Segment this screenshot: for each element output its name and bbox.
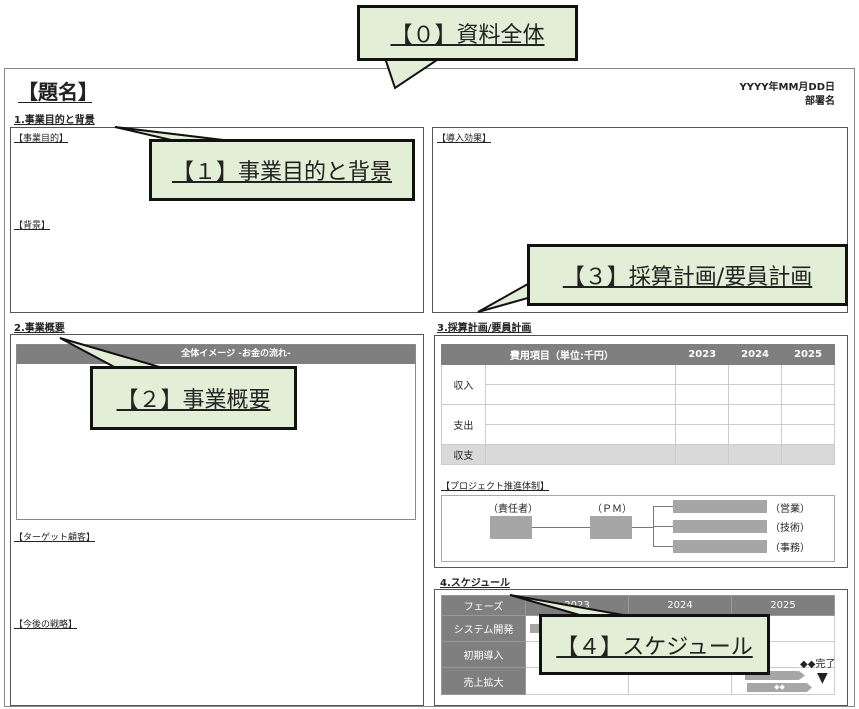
purpose-label: 【事業目的】 <box>14 134 69 144</box>
section3-title: 3.採算計画/要員計画 <box>437 323 532 334</box>
effect-box <box>432 127 848 313</box>
owner-label: （責任者） <box>488 504 538 515</box>
section2-box <box>10 334 424 706</box>
section4-box <box>434 589 848 706</box>
section1-title: 1.事業目的と背景 <box>14 115 95 126</box>
callout-overview: 【２】事業概要 <box>90 366 297 430</box>
connector <box>632 527 653 528</box>
row-income: 収入 <box>441 364 486 405</box>
section2-title: 2.事業概要 <box>14 323 65 334</box>
title-underline <box>18 76 92 103</box>
section1-box <box>10 127 424 313</box>
team-box <box>673 520 767 533</box>
callout-tail-0 <box>383 57 444 90</box>
callout-purpose: 【１】事業目的と背景 <box>149 139 415 201</box>
budget-table: 費用項目（単位:千円） 2023 2024 2025 収入 支出 収支 <box>441 344 835 465</box>
section4-title: 4.スケジュール <box>440 578 511 589</box>
connector <box>532 527 590 528</box>
background-label: 【背景】 <box>14 221 51 231</box>
team-admin: （事務） <box>770 543 810 554</box>
gantt-bar <box>745 671 805 680</box>
document-title: 【題名】 <box>18 80 98 104</box>
row-balance: 収支 <box>441 444 486 465</box>
team-sales: （営業） <box>770 504 810 515</box>
team-tech: （技術） <box>770 523 810 534</box>
pm-box <box>590 516 632 539</box>
end-marker-icon: ▼ <box>817 670 828 686</box>
connector <box>653 526 673 527</box>
document-frame <box>4 68 855 707</box>
org-label: 【プロジェクト推進体制】 <box>441 482 550 492</box>
department: 部署名 <box>805 96 835 107</box>
team-box <box>673 540 767 553</box>
owner-box <box>490 516 532 539</box>
phase-system-dev: システム開発 <box>441 615 526 642</box>
section3-box <box>434 335 848 568</box>
callout-schedule: 【４】スケジュール <box>539 614 770 675</box>
date: YYYY年MM月DD日 <box>739 82 835 93</box>
effect-label: 【導入効果】 <box>437 134 492 144</box>
callout-overall: 【０】資料全体 <box>357 5 578 61</box>
done-label: ◆◆完了 <box>800 659 836 670</box>
callout-budget: 【３】採算計画/要員計画 <box>527 244 848 306</box>
strategy-label: 【今後の戦略】 <box>14 620 78 630</box>
gantt-bar: ◆◆ <box>747 683 812 692</box>
phase-sales: 売上拡大 <box>441 667 526 695</box>
team-box <box>673 500 767 513</box>
phase-initial: 初期導入 <box>441 641 526 668</box>
target-label: 【ターゲット顧客】 <box>14 533 96 543</box>
org-chart <box>441 495 835 562</box>
pm-label: （ＰＭ） <box>592 504 632 515</box>
